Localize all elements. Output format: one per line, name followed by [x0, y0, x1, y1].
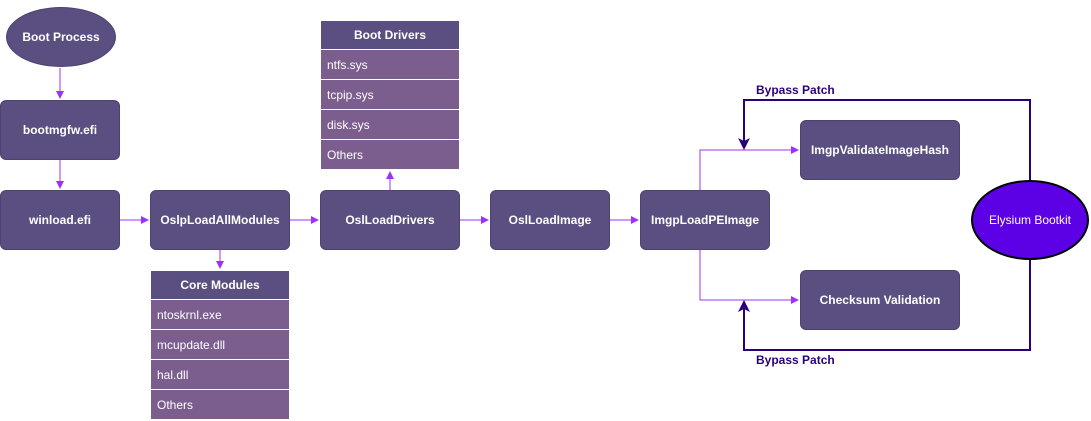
bypass-patch-label-top: Bypass Patch	[756, 83, 835, 97]
core-module-item: mcupdate.dll	[150, 330, 290, 360]
boot-drivers-header: Boot Drivers	[320, 20, 460, 50]
boot-driver-item: Others	[320, 140, 460, 170]
oslp-load-all-modules-node: OslpLoadAllModules	[150, 190, 290, 250]
boot-driver-item: tcpip.sys	[320, 80, 460, 110]
imgp-validate-image-hash-node: ImgpValidateImageHash	[800, 120, 960, 180]
boot-drivers-table: Boot Drivers ntfs.sys tcpip.sys disk.sys…	[320, 20, 460, 170]
boot-process-node: Boot Process	[6, 7, 116, 67]
core-modules-header: Core Modules	[150, 270, 290, 300]
core-module-item: Others	[150, 390, 290, 420]
osl-load-image-node: OslLoadImage	[490, 190, 610, 250]
bypass-patch-label-bottom: Bypass Patch	[756, 353, 835, 367]
boot-driver-item: disk.sys	[320, 110, 460, 140]
bootmgfw-node: bootmgfw.efi	[0, 100, 120, 160]
core-modules-table: Core Modules ntoskrnl.exe mcupdate.dll h…	[150, 270, 290, 420]
bypass-arrow-top	[738, 99, 1031, 190]
imgp-load-pe-image-node: ImgpLoadPEImage	[640, 190, 770, 250]
core-module-item: ntoskrnl.exe	[150, 300, 290, 330]
arrow-pe-to-checksum	[699, 250, 799, 304]
osl-load-drivers-node: OslLoadDrivers	[320, 190, 460, 250]
checksum-validation-node: Checksum Validation	[800, 270, 960, 330]
winload-node: winload.efi	[0, 190, 120, 250]
boot-driver-item: ntfs.sys	[320, 50, 460, 80]
arrow-pe-to-hash	[699, 146, 799, 190]
elysium-bootkit-node: Elysium Bootkit	[971, 180, 1089, 260]
bypass-arrow-bottom	[738, 250, 1031, 351]
core-module-item: hal.dll	[150, 360, 290, 390]
